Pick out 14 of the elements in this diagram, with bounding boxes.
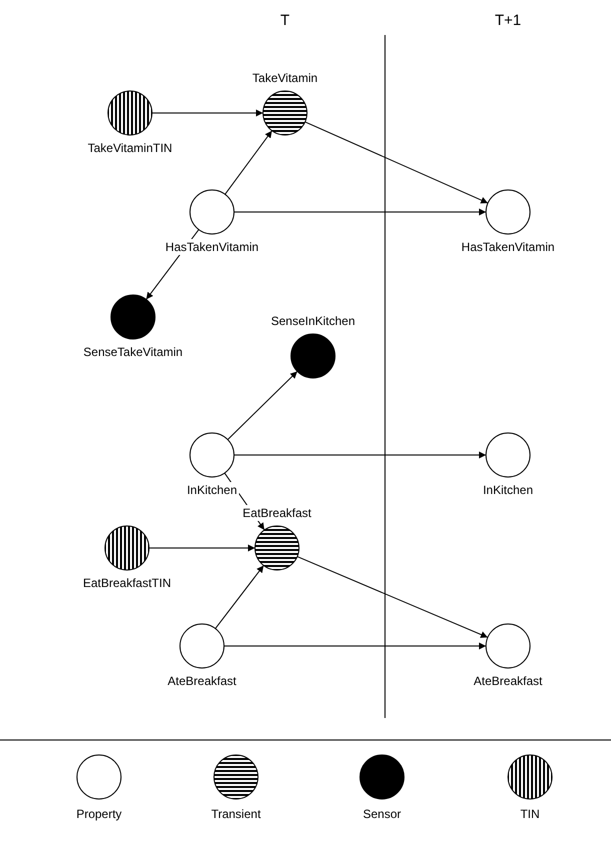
node-label: EatBreakfast (240, 505, 314, 521)
arrow (148, 544, 256, 552)
arrow (234, 208, 486, 216)
arrow (296, 556, 488, 638)
arrow (304, 121, 488, 204)
node-label: HasTakenVitamin (163, 239, 261, 255)
arrow (227, 370, 298, 440)
column-header: T (279, 12, 291, 29)
arrow (152, 110, 264, 116)
arrow (224, 130, 272, 195)
arrow (214, 564, 264, 630)
arrow (224, 642, 486, 650)
arrow (234, 452, 486, 458)
column-header: T+1 (494, 12, 522, 29)
